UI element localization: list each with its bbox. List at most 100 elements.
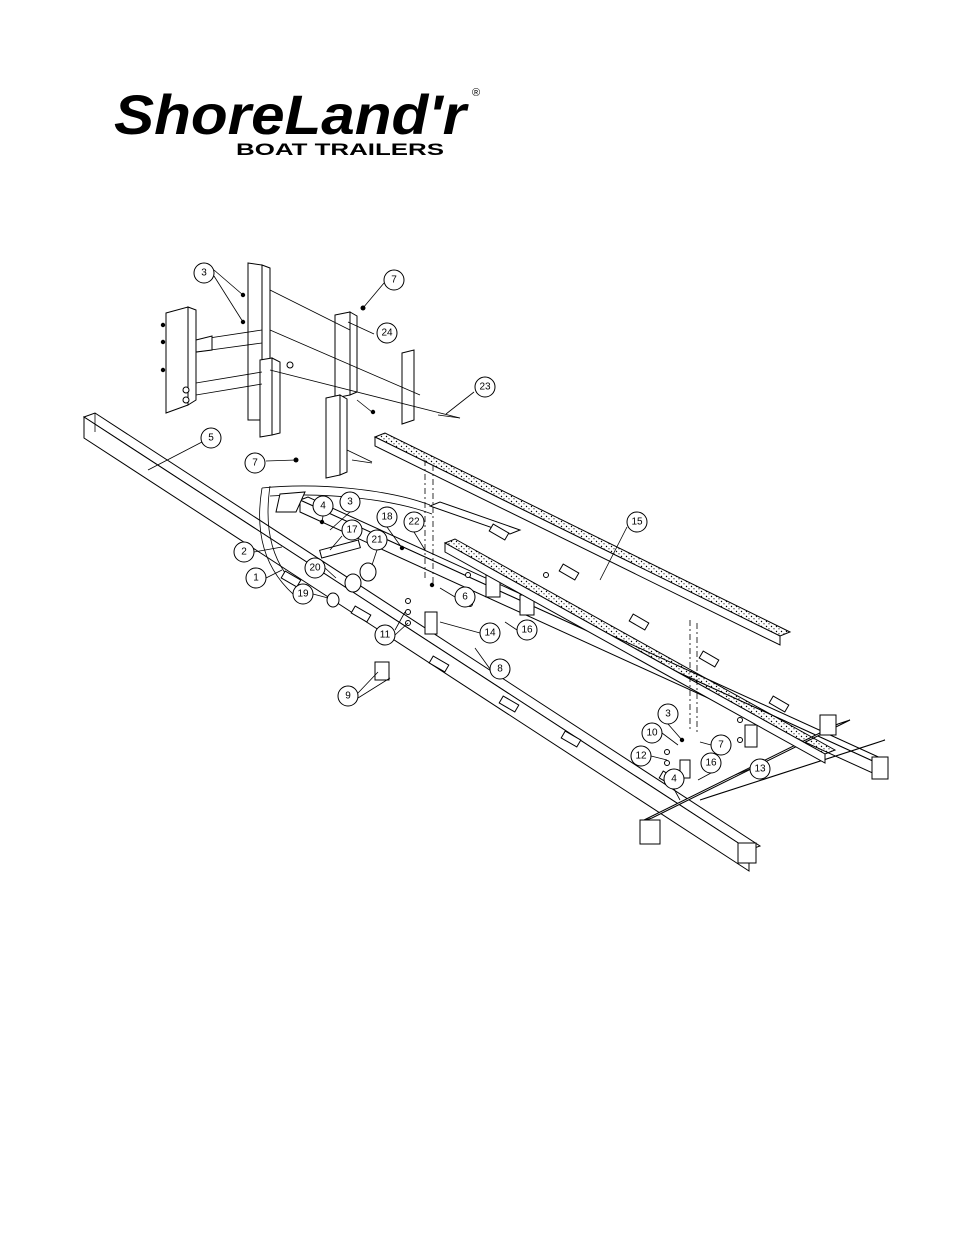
brand-name: ShoreLand'r [114,84,469,146]
callout-16: 16 [700,752,722,774]
callout-circle [749,758,771,780]
callout-number: 8 [497,664,503,675]
callout-circle [700,752,722,774]
bunk-boards [373,432,837,764]
callout-number: 4 [320,501,326,512]
callout-circle [383,269,405,291]
callout-circle [710,734,732,756]
callout-number: 24 [381,328,393,339]
callout-number: 16 [705,758,717,769]
callout-circle [292,583,314,605]
roller-assembly [319,539,377,608]
callout-13: 13 [749,758,771,780]
callout-16: 16 [516,619,538,641]
callout-number: 3 [347,497,353,508]
callout-number: 7 [391,275,397,286]
callout-circle [641,722,663,744]
callout-number: 6 [462,592,468,603]
callout-3: 3 [193,262,215,284]
shorelandr-logo: ShoreLand'r ® BOAT TRAILERS [114,84,480,159]
brand-tagline: BOAT TRAILERS [236,140,444,159]
callout-number: 14 [484,628,496,639]
callout-6: 6 [454,586,476,608]
callout-20: 20 [304,557,326,579]
callout-15: 15 [626,511,648,533]
registered-mark: ® [472,87,480,99]
callout-2: 2 [233,541,255,563]
callout-4: 4 [312,495,334,517]
callout-number: 1 [253,573,259,584]
callout-11: 11 [374,624,396,646]
callout-number: 11 [380,630,391,641]
callout-circle [663,768,685,790]
callout-circle [337,685,359,707]
callout-number: 21 [371,535,383,546]
callout-21: 21 [366,529,388,551]
callout-circle [376,506,398,528]
callout-number: 23 [479,382,491,393]
callout-circle [341,519,363,541]
callout-7: 7 [710,734,732,756]
callout-number: 22 [408,517,420,528]
callout-circle [489,658,511,680]
callout-circle [339,491,361,513]
callout-1: 1 [245,567,267,589]
callout-number: 18 [381,512,393,523]
callout-circle [366,529,388,551]
callout-number: 10 [646,728,658,739]
callout-number: 3 [665,709,671,720]
callout-circle [479,622,501,644]
callout-17: 17 [341,519,363,541]
callout-9: 9 [337,685,359,707]
callout-number: 7 [252,458,258,469]
callout-number: 7 [718,740,724,751]
bunk-bracket-assembly [165,262,415,479]
callout-circle [193,262,215,284]
callout-circle [200,427,222,449]
callout-circle [626,511,648,533]
callout-24: 24 [376,322,398,344]
callout-22: 22 [403,511,425,533]
callout-circle [374,624,396,646]
callout-number: 19 [297,589,309,600]
callout-circle [454,586,476,608]
callout-14: 14 [479,622,501,644]
callout-3: 3 [339,491,361,513]
callout-circle [245,567,267,589]
callout-number: 9 [345,691,351,702]
callout-number: 17 [346,525,358,536]
callout-number: 5 [208,433,214,444]
callout-circle [312,495,334,517]
callout-10: 10 [641,722,663,744]
callout-7: 7 [383,269,405,291]
callout-number: 3 [201,268,207,279]
callout-number: 13 [754,764,766,775]
callout-number: 4 [671,774,677,785]
callout-number: 15 [631,517,643,528]
callout-7: 7 [244,452,266,474]
callout-19: 19 [292,583,314,605]
callout-3: 3 [657,703,679,725]
callout-circle [244,452,266,474]
callout-4: 4 [663,768,685,790]
callout-circle [516,619,538,641]
callout-number: 16 [521,625,533,636]
callout-circle [657,703,679,725]
callout-12: 12 [630,745,652,767]
callout-5: 5 [200,427,222,449]
callout-23: 23 [474,376,496,398]
callout-circle [403,511,425,533]
leader-lines [147,269,751,801]
callout-circle [233,541,255,563]
callout-18: 18 [376,506,398,528]
explode-lines [269,289,461,463]
callout-circle [376,322,398,344]
callout-circle [304,557,326,579]
callout-8: 8 [489,658,511,680]
callout-number: 2 [241,547,247,558]
callout-circle [630,745,652,767]
callout-number: 20 [309,563,321,574]
callout-number: 12 [635,751,647,762]
